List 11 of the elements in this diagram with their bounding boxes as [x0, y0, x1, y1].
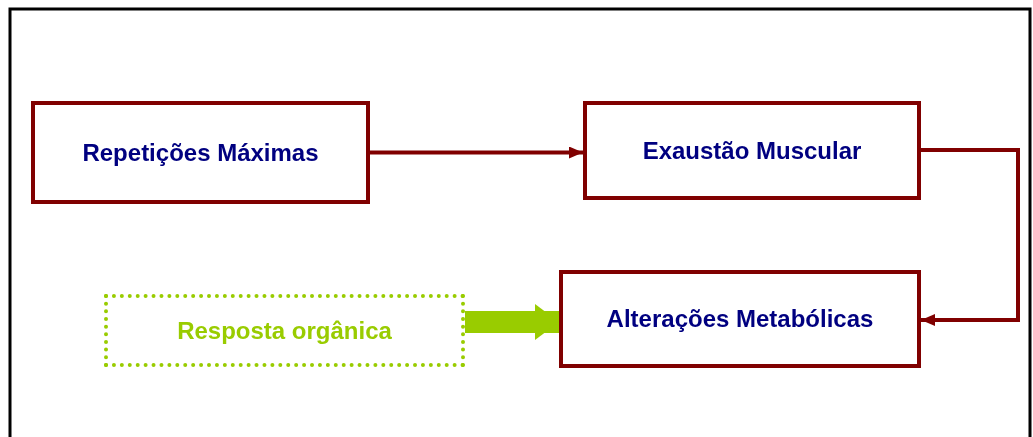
arrow: [370, 146, 583, 159]
dotted-box: [104, 294, 465, 367]
node-label: Resposta orgânica: [177, 316, 392, 345]
block-arrow: [465, 304, 559, 340]
node-label: Repetições Máximas: [82, 138, 319, 167]
node-label: Exaustão Muscular: [642, 136, 862, 165]
process-box: [31, 101, 370, 204]
process-box: [583, 101, 921, 200]
arrow: [921, 148, 1020, 326]
node-label: Alterações Metabólicas: [606, 305, 874, 333]
process-box: [559, 270, 921, 368]
